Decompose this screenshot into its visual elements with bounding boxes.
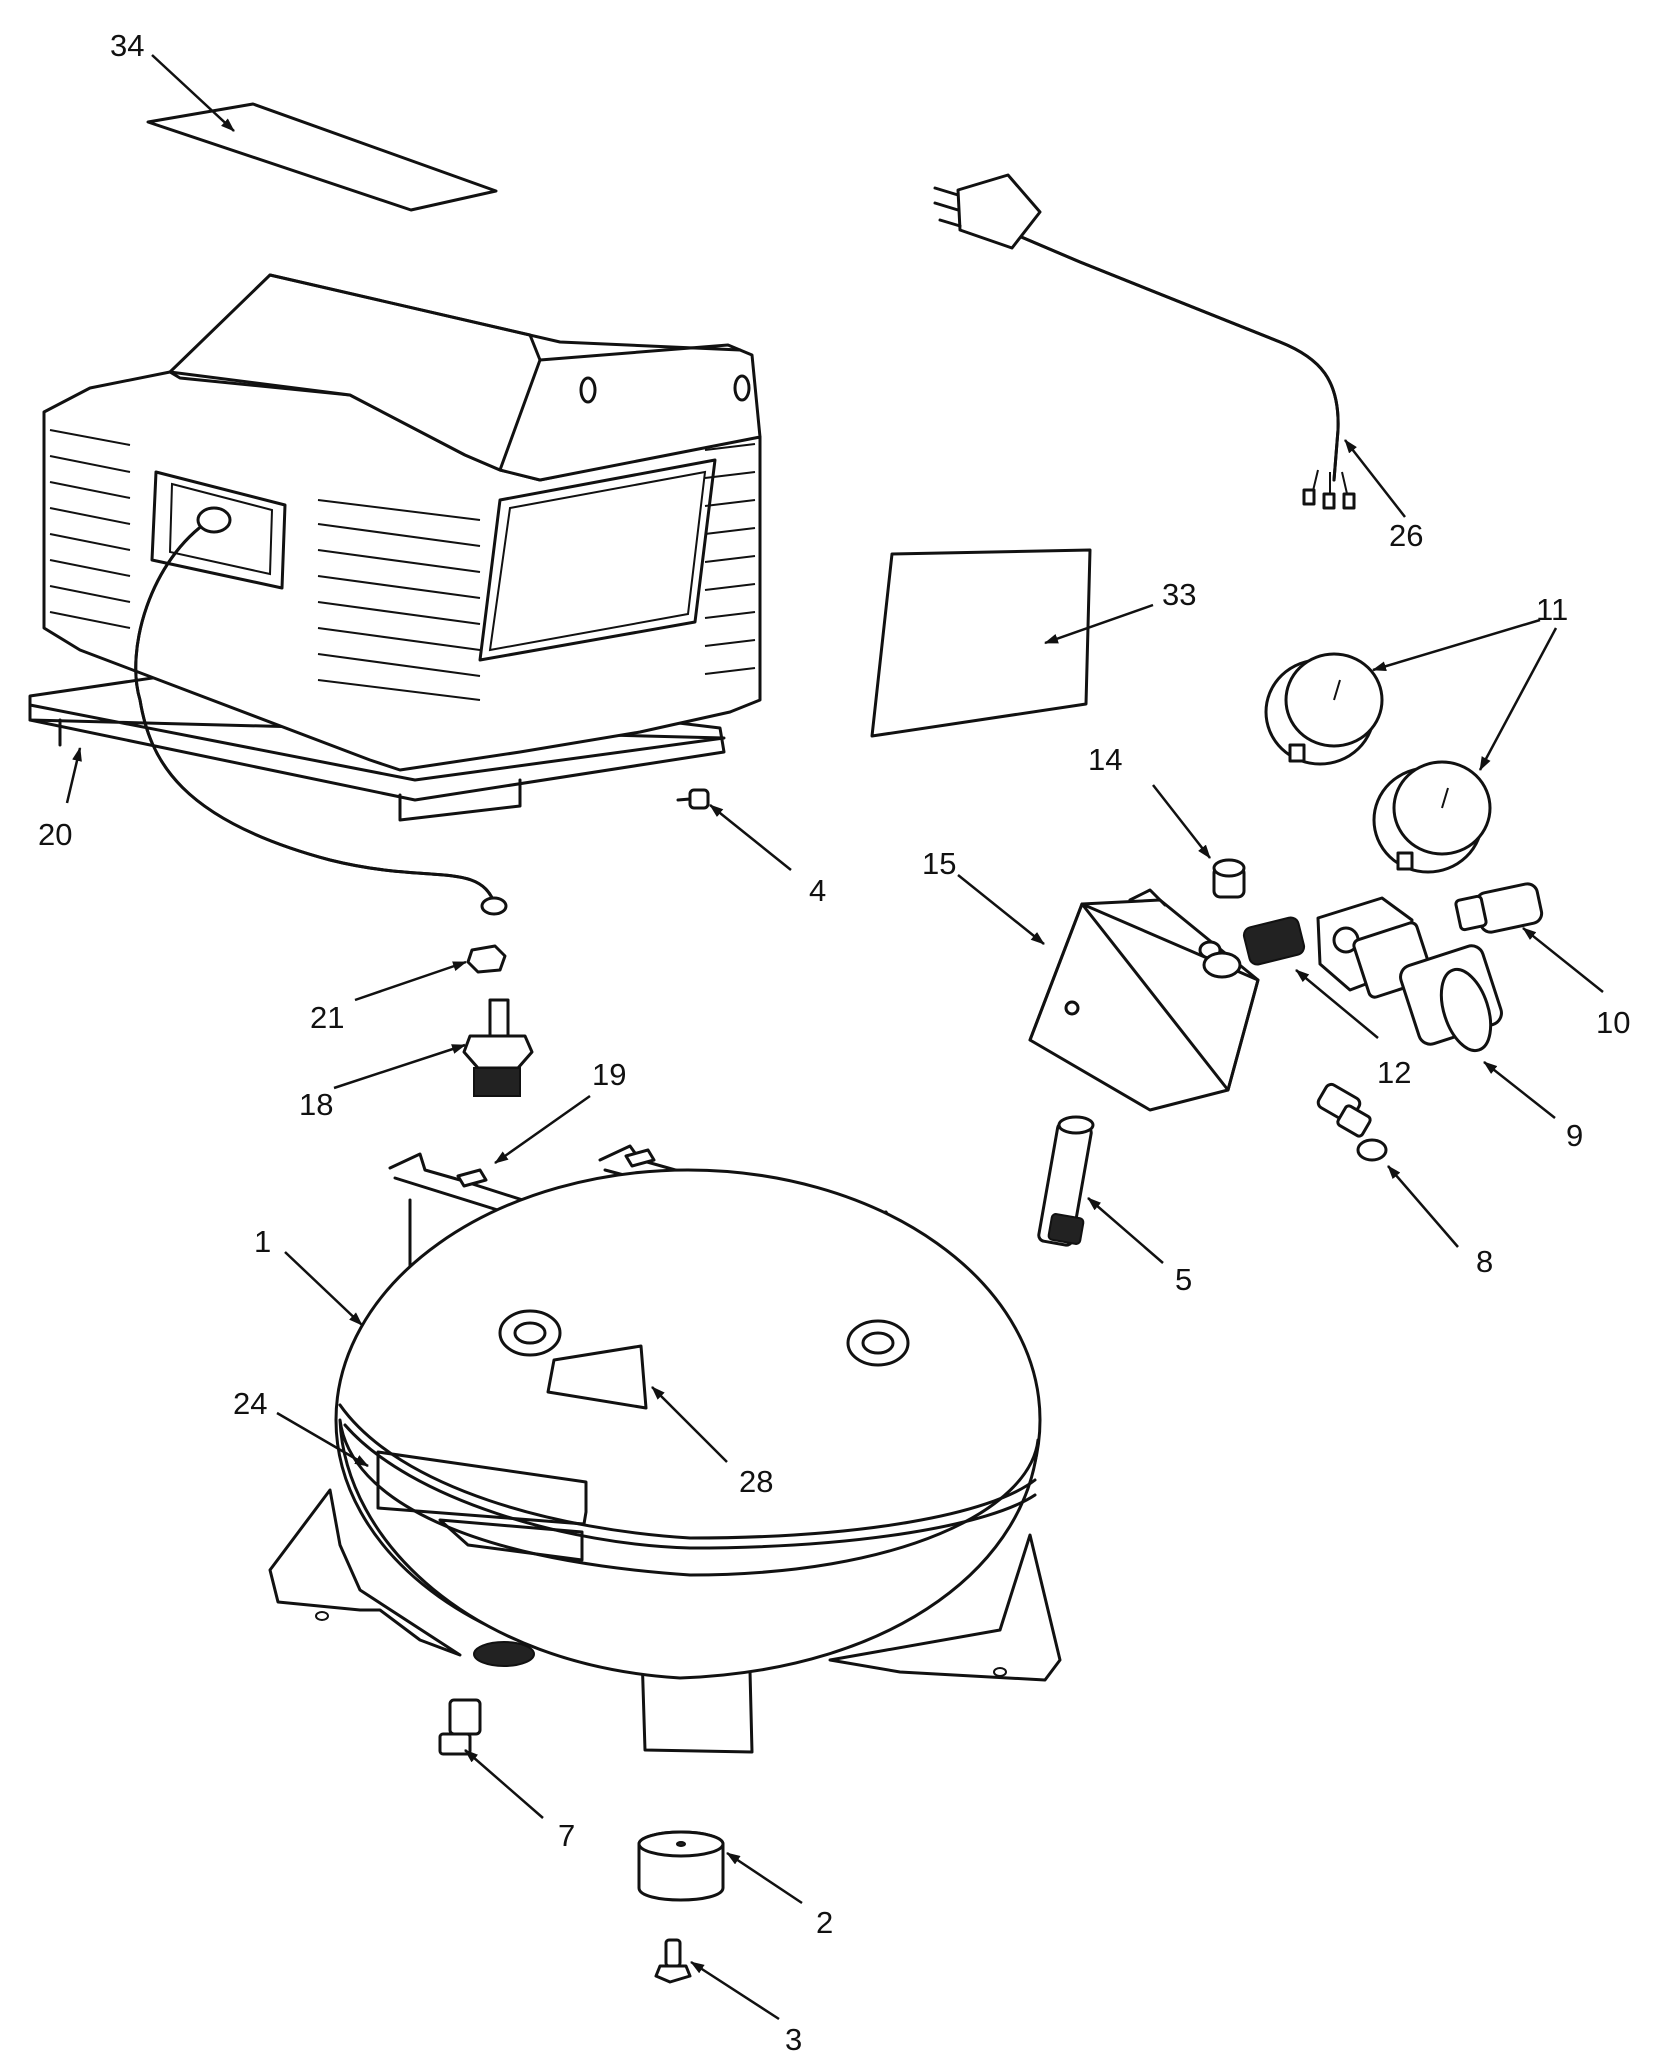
callout-34: 34 <box>110 28 144 63</box>
leader-lines <box>65 54 1604 2021</box>
part-15-pressure-switch <box>1028 888 1260 1112</box>
leader-26 <box>1344 439 1406 518</box>
leader-21 <box>354 960 467 1002</box>
part-4-screw <box>676 788 710 810</box>
callout-1: 1 <box>254 1224 271 1259</box>
leader-4 <box>709 804 792 871</box>
leader-9 <box>1483 1061 1556 1119</box>
leader-24 <box>276 1411 369 1468</box>
leader-8 <box>1387 1165 1459 1248</box>
callout-20: 20 <box>38 817 72 852</box>
leader-5 <box>1087 1197 1164 1264</box>
callout-10: 10 <box>1596 1005 1630 1040</box>
leader-15 <box>957 874 1045 945</box>
leader-7 <box>464 1749 544 1819</box>
part-21-nut <box>466 944 507 974</box>
callout-12: 12 <box>1377 1055 1411 1090</box>
part-33-decal <box>870 548 1092 738</box>
part-14-bushing <box>1212 858 1246 899</box>
part-7-drain-valve <box>438 1698 482 1756</box>
part-10-fitting <box>1454 882 1544 934</box>
callout-15: 15 <box>922 846 956 881</box>
callout-24: 24 <box>233 1386 267 1421</box>
leader-28 <box>651 1386 728 1463</box>
leader-14 <box>1152 784 1211 859</box>
leader-3 <box>690 1960 780 2021</box>
leader-33 <box>1044 603 1154 645</box>
callout-28: 28 <box>739 1464 773 1499</box>
part-1-tank <box>268 1168 1062 1754</box>
callout-26: 26 <box>1389 518 1423 553</box>
leader-18 <box>333 1043 466 1090</box>
callout-19: 19 <box>592 1057 626 1092</box>
callout-9: 9 <box>1566 1118 1583 1153</box>
leader-10 <box>1522 927 1604 993</box>
leader-12 <box>1295 969 1379 1039</box>
callout-11: 11 <box>1536 592 1568 627</box>
part-9-regulator <box>1316 896 1503 1053</box>
callout-33: 33 <box>1162 577 1196 612</box>
callout-18: 18 <box>299 1087 333 1122</box>
callout-labels: 34 26 33 11 20 4 14 15 21 10 12 18 19 9 … <box>38 28 1630 2057</box>
part-8-safety-valve <box>1316 1082 1388 1162</box>
callout-21: 21 <box>310 1000 344 1035</box>
part-shroud-motor-cover <box>28 273 762 916</box>
callout-14: 14 <box>1088 742 1122 777</box>
callout-2: 2 <box>816 1905 833 1940</box>
leader-34 <box>151 54 235 132</box>
part-18-fitting <box>462 998 534 1097</box>
leader-19 <box>494 1094 591 1165</box>
part-5-long-nipple <box>1037 1115 1095 1247</box>
callout-7: 7 <box>558 1818 575 1853</box>
part-34-label-sheet <box>146 102 498 212</box>
part-12-nipple <box>1242 916 1306 966</box>
leader-11b <box>1478 627 1558 771</box>
part-26-power-cord <box>933 173 1356 510</box>
leader-1 <box>284 1251 363 1326</box>
leader-11a <box>1372 618 1541 672</box>
callout-8: 8 <box>1476 1244 1493 1279</box>
callout-3: 3 <box>785 2022 802 2057</box>
callout-4: 4 <box>809 873 826 908</box>
part-2-rubber-foot <box>637 1830 725 1902</box>
callout-5: 5 <box>1175 1262 1192 1297</box>
leader-2 <box>726 1851 803 1905</box>
part-11-gauges <box>1264 652 1492 874</box>
leader-20 <box>65 747 82 804</box>
part-3-screw <box>654 1938 692 1984</box>
